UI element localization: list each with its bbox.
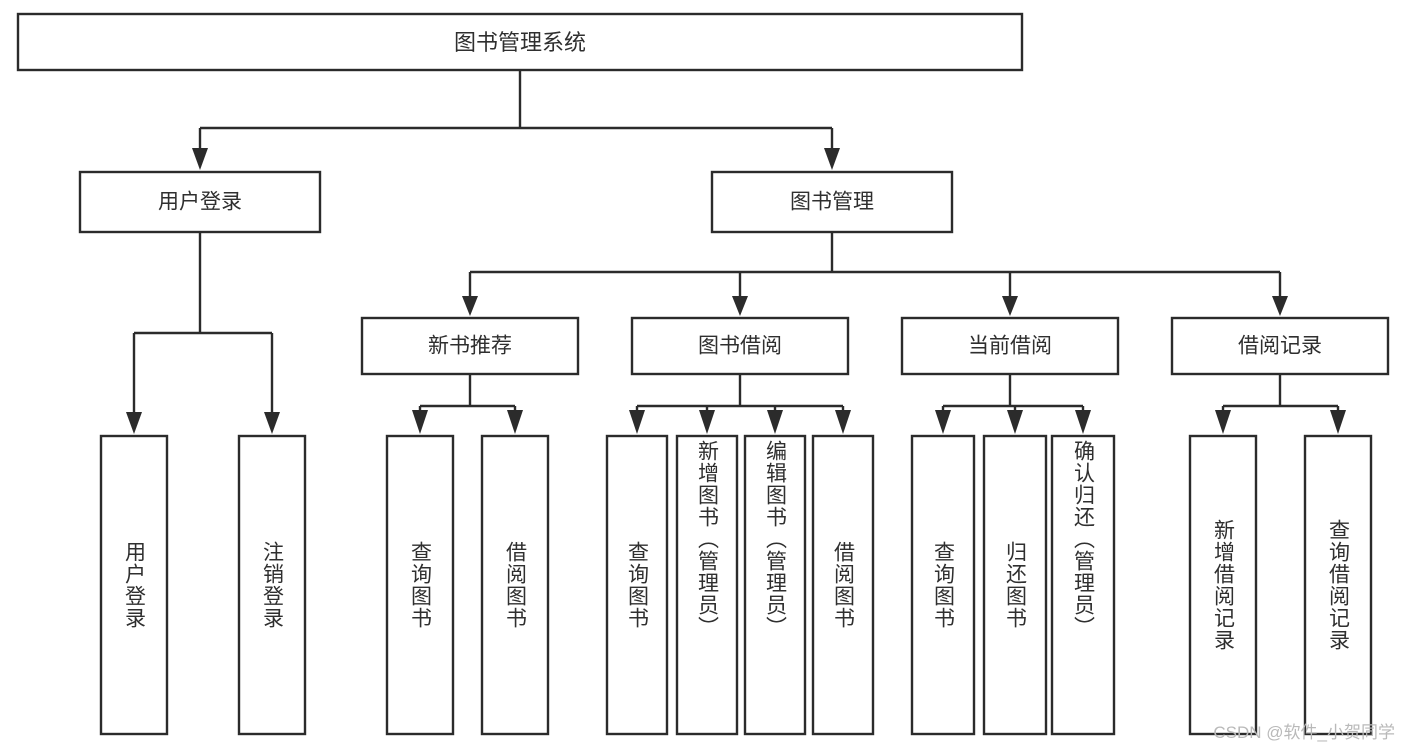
node-leaf-cur-query-book[interactable]: [910, 434, 976, 736]
arrow-leaf-borrow-borrow-book: [835, 410, 851, 434]
node-new-book-rec-label: 新书推荐: [428, 335, 512, 358]
arrow-borrow-record: [1272, 296, 1288, 316]
arrow-to-user-login: [192, 148, 208, 170]
arrow-leaf-rec-borrow-book: [507, 410, 523, 434]
arrow-leaf-cur-confirm-return: [1075, 410, 1091, 434]
arrow-new-book-rec: [462, 296, 478, 316]
node-book-borrow-label: 图书借阅: [698, 335, 782, 358]
arrow-leaf-cur-return-book: [1007, 410, 1023, 434]
node-leaf-rec-query-record[interactable]: [1303, 434, 1373, 736]
arrow-book-borrow: [732, 296, 748, 316]
arrow-leaf-rec-query-record: [1330, 410, 1346, 434]
node-user-login-label: 用户登录: [158, 191, 242, 214]
arrow-leaf-borrow-add-book: [699, 410, 715, 434]
node-user-login[interactable]: [78, 170, 322, 234]
node-book-manage[interactable]: [710, 170, 954, 234]
arrow-leaf-borrow-edit-book: [767, 410, 783, 434]
node-borrow-record[interactable]: [1170, 316, 1390, 376]
node-new-book-rec[interactable]: [360, 316, 580, 376]
arrow-leaf-rec-add-record: [1215, 410, 1231, 434]
node-root-label: 图书管理系统: [454, 30, 586, 55]
node-leaf-rec-borrow-book[interactable]: [480, 434, 550, 736]
node-current-borrow[interactable]: [900, 316, 1120, 376]
node-leaf-borrow-edit-book[interactable]: [743, 434, 807, 736]
arrow-current-borrow: [1002, 296, 1018, 316]
edges-layer: [126, 70, 1346, 434]
node-leaf-borrow-query-book[interactable]: [605, 434, 669, 736]
node-root[interactable]: [16, 12, 1024, 72]
node-book-borrow[interactable]: [630, 316, 850, 376]
watermark: CSDN @软件_小贺同学: [1213, 723, 1395, 742]
node-leaf-borrow-borrow-book[interactable]: [811, 434, 875, 736]
node-leaf-rec-add-record[interactable]: [1188, 434, 1258, 736]
arrow-leaf-cur-query-book: [935, 410, 951, 434]
node-leaf-cur-return-book[interactable]: [982, 434, 1048, 736]
node-book-manage-label: 图书管理: [790, 191, 874, 214]
arrow-leaf-user-login: [126, 412, 142, 434]
node-leaf-user-login[interactable]: [99, 434, 169, 736]
node-leaf-borrow-add-book[interactable]: [675, 434, 739, 736]
node-leaf-user-logout[interactable]: [237, 434, 307, 736]
arrow-leaf-rec-query-book: [412, 410, 428, 434]
arrow-leaf-borrow-query-book: [629, 410, 645, 434]
node-borrow-record-label: 借阅记录: [1238, 335, 1322, 358]
arrow-to-book-manage: [824, 148, 840, 170]
arrow-leaf-user-logout: [264, 412, 280, 434]
nodes-layer: 图书管理系统 用户登录 图书管理 新书推荐 图书借阅 当前借阅 借阅记录: [16, 12, 1390, 736]
node-leaf-rec-query-book[interactable]: [385, 434, 455, 736]
node-leaf-cur-confirm-return[interactable]: [1050, 434, 1116, 736]
node-current-borrow-label: 当前借阅: [968, 335, 1052, 358]
